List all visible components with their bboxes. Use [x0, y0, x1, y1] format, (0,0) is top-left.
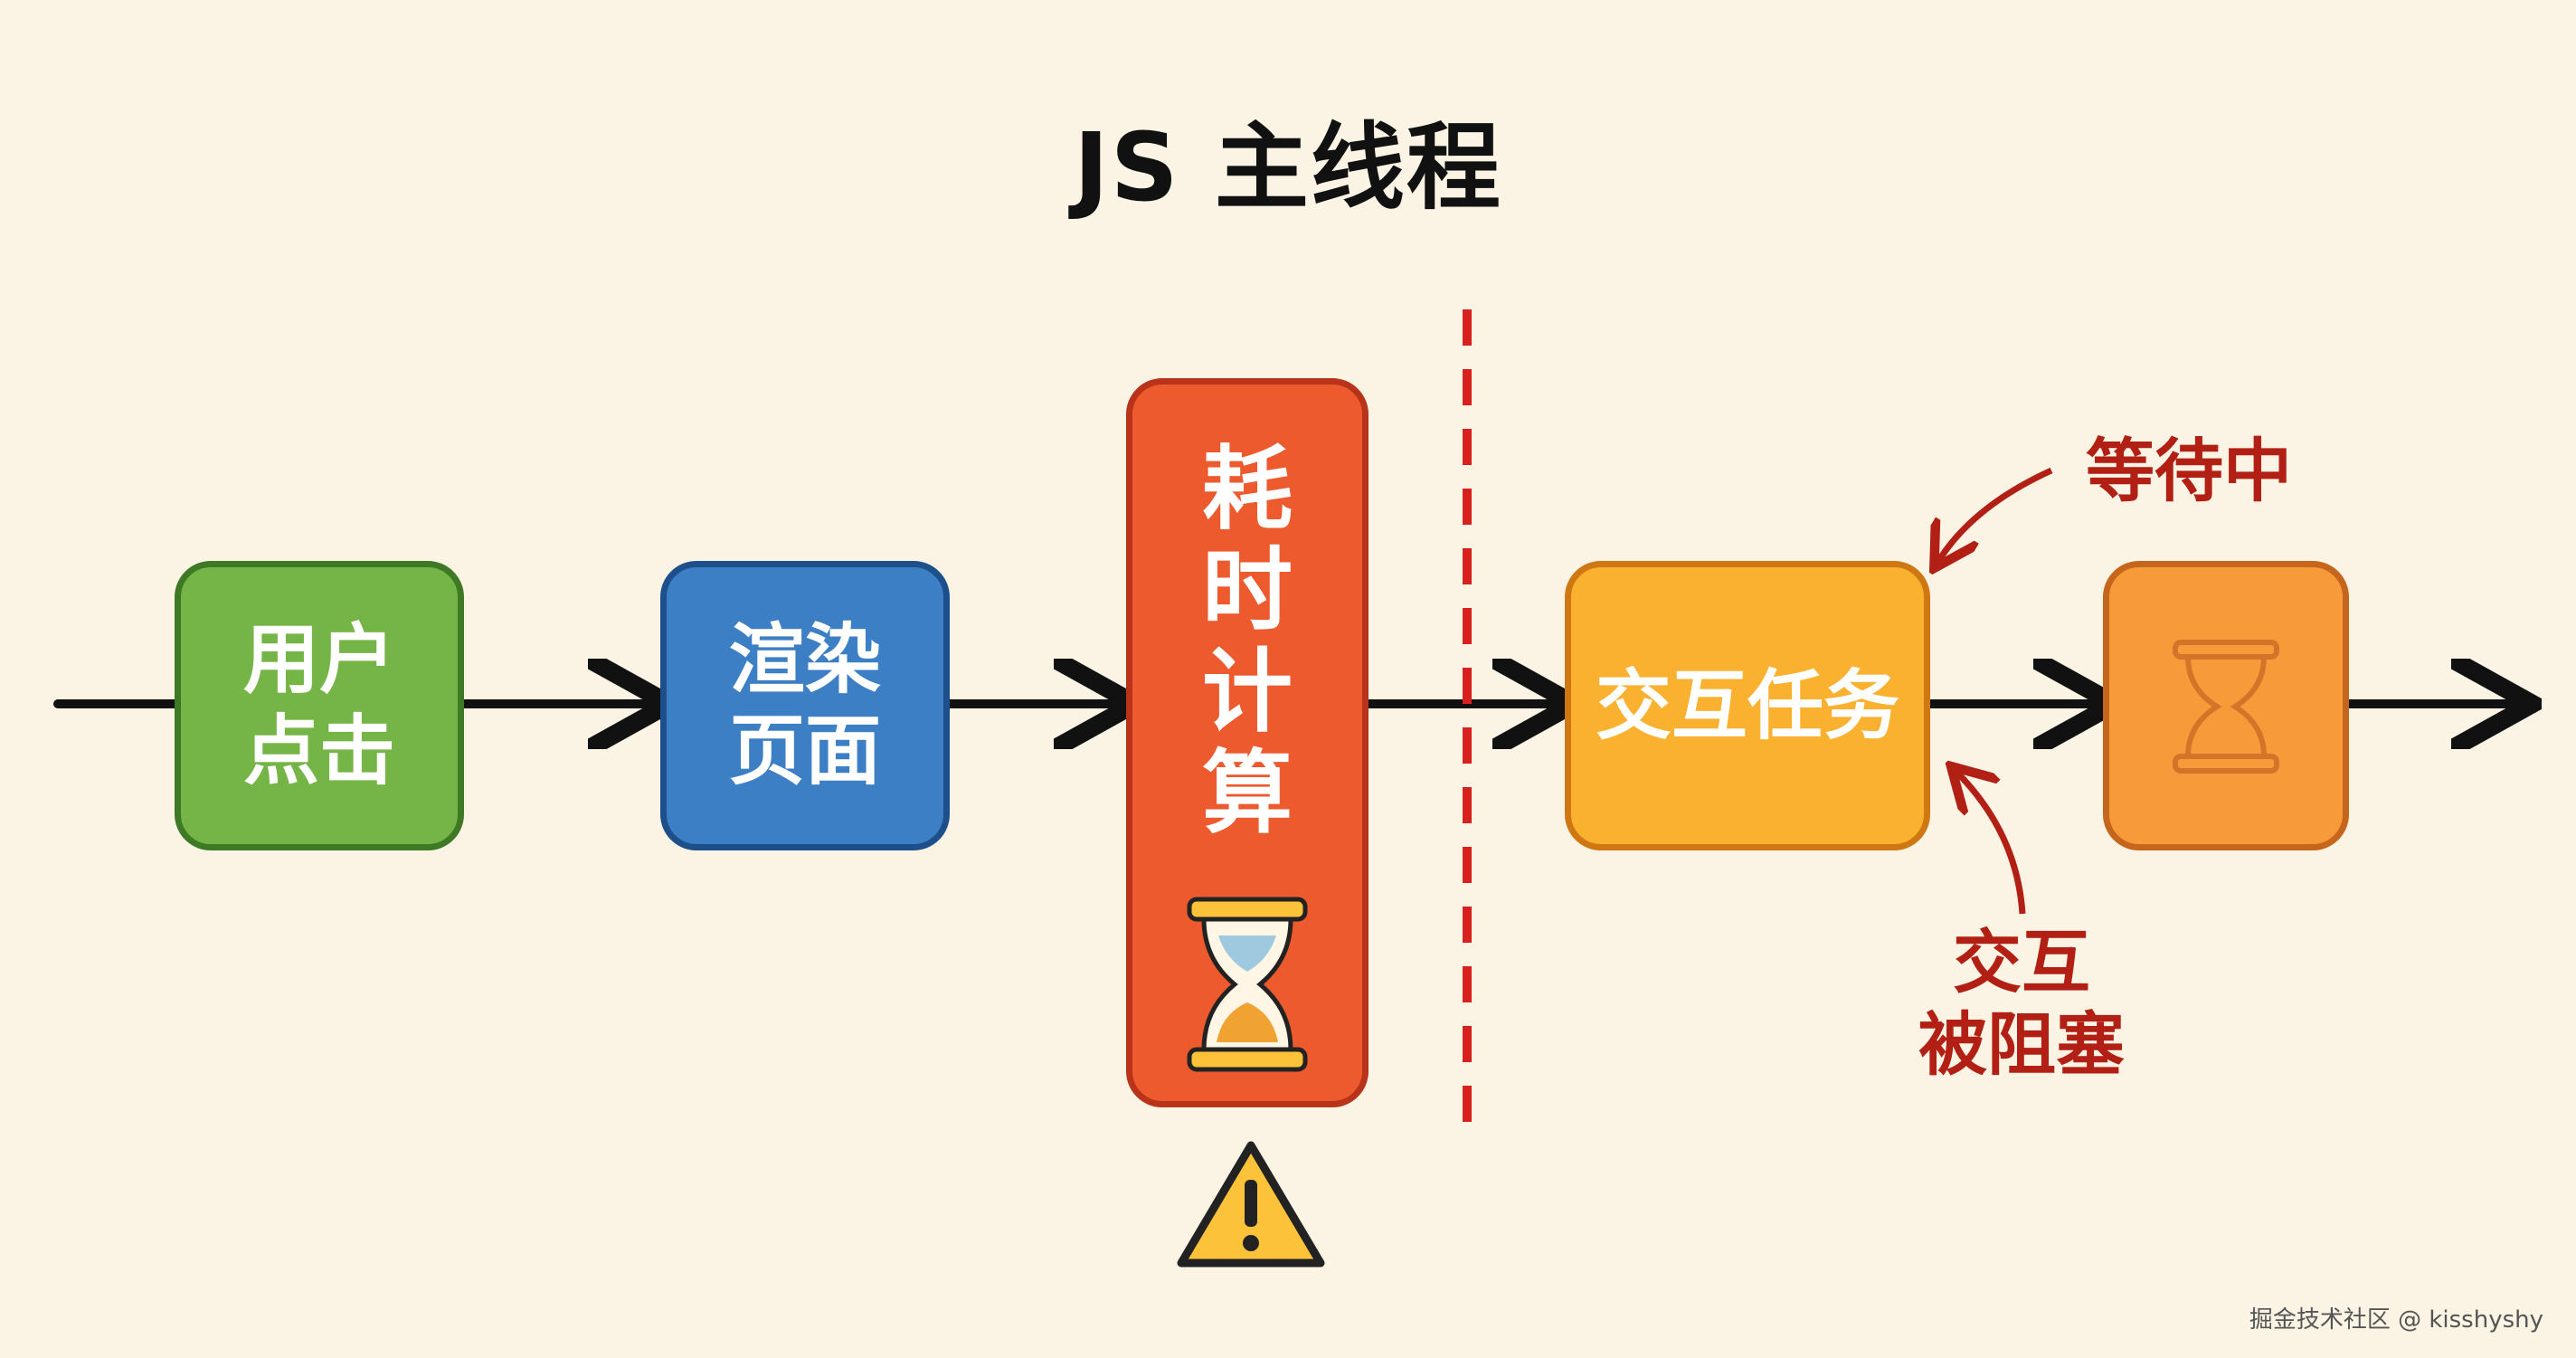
- step-interaction-task-label: 交互任务: [1595, 660, 1899, 750]
- waiting-arrow: [1937, 467, 2053, 563]
- blocked-arrow: [1956, 771, 2026, 915]
- hourglass-icon: [1187, 897, 1308, 1072]
- step-interaction-task: 交互任务: [1565, 561, 1930, 850]
- blocked-label: 交互 被阻塞: [1918, 922, 2125, 1086]
- diagram-title: JS 主线程: [1074, 112, 1502, 223]
- step-user-click-label: 用户 点击: [242, 615, 395, 795]
- warning-icon: [1177, 1141, 1325, 1268]
- step-render-page-label: 渲染 页面: [728, 615, 881, 795]
- step-queued: [2103, 561, 2349, 850]
- watermark: 掘金技术社区 @ kisshyshy: [2249, 1306, 2543, 1334]
- step-user-click: 用户 点击: [175, 561, 464, 850]
- step-render-page: 渲染 页面: [660, 561, 950, 850]
- step-heavy-computation-label: 耗 时 计 算: [1202, 436, 1293, 846]
- waiting-label: 等待中: [2086, 431, 2292, 511]
- hourglass-icon: [2173, 640, 2279, 774]
